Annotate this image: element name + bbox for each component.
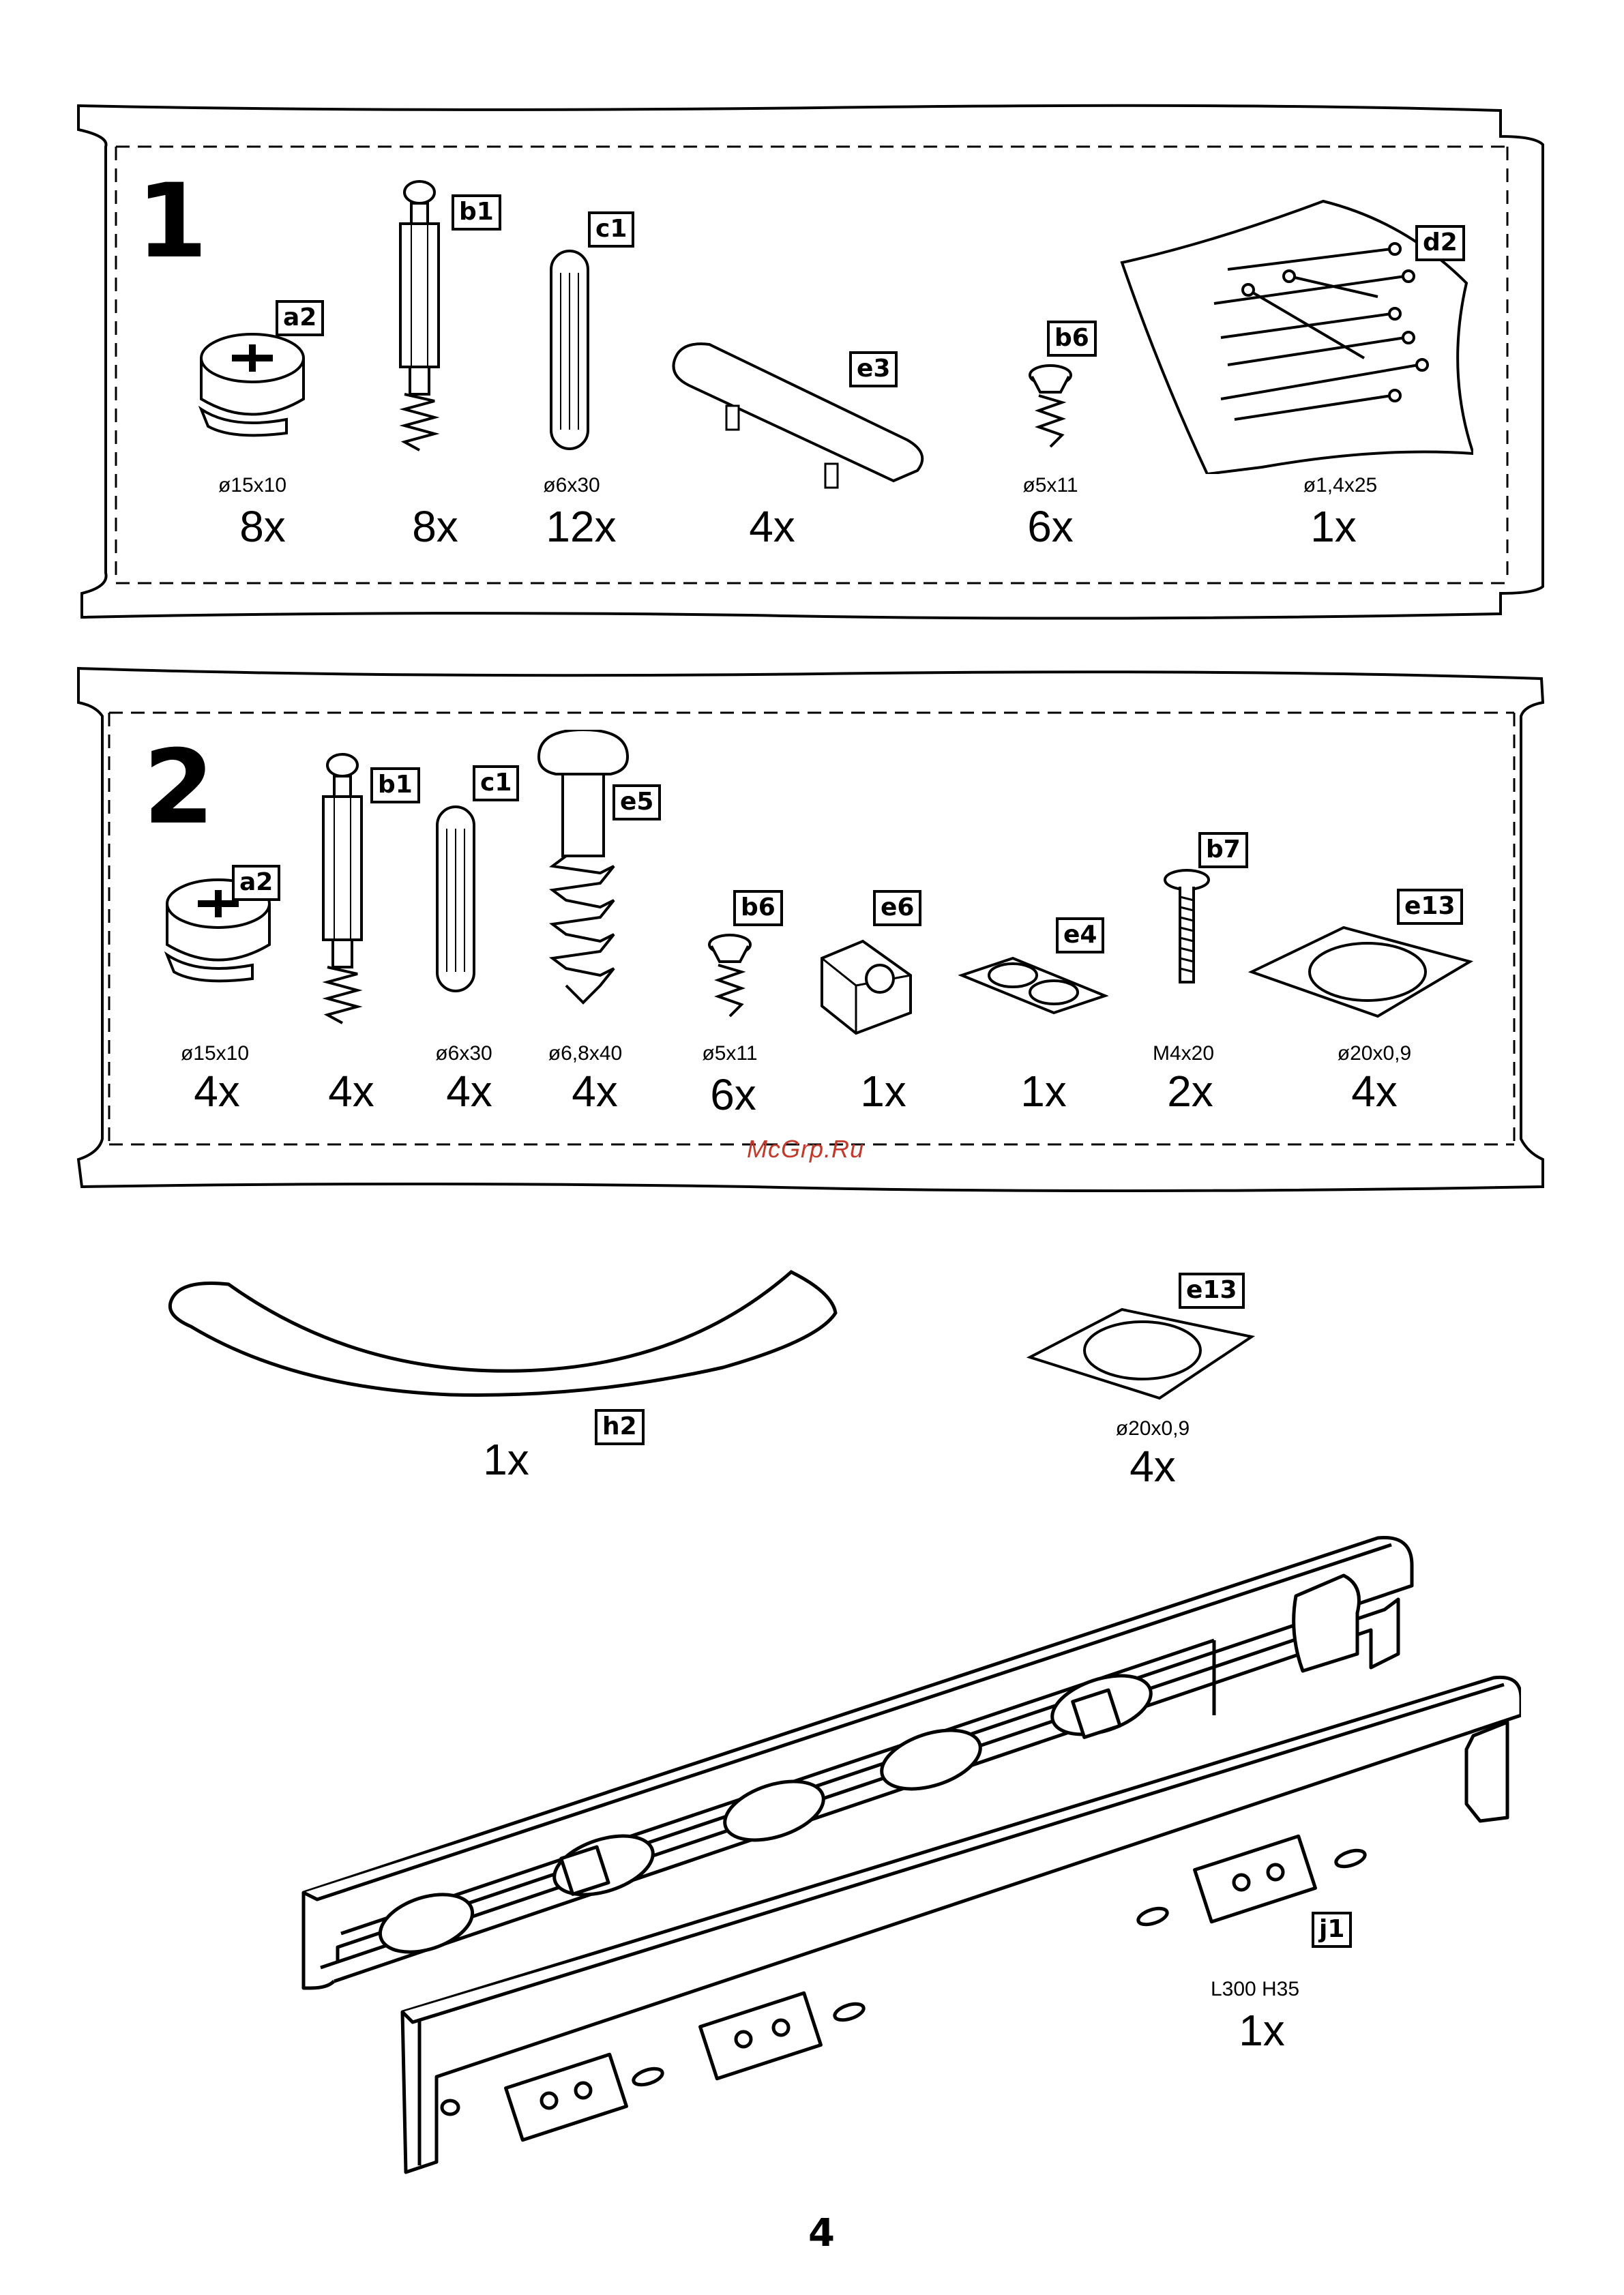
part-quantity: 4x (572, 1069, 618, 1113)
part-tag-b1: b1 (370, 767, 420, 803)
part-dimension: L300 H35 (1211, 1979, 1299, 2000)
screw-illustration (706, 931, 754, 1020)
step-number: 1 (136, 171, 207, 273)
plug-illustration (535, 730, 631, 1009)
panel-step-2: 2 a2 ø15x10 4x b1 4x c1 ø6x30 4x e5 ø6,8… (0, 662, 1624, 1200)
part-dimension: M4x20 (1153, 1043, 1214, 1064)
part-quantity: 12x (546, 505, 616, 548)
part-quantity: 4x (446, 1069, 492, 1113)
part-tag-a2: a2 (276, 300, 324, 336)
glider-illustration (1027, 1306, 1255, 1402)
part-dimension: ø15x10 (218, 475, 286, 496)
part-quantity: 8x (239, 505, 286, 548)
part-tag-e13: e13 (1179, 1273, 1245, 1309)
part-quantity: 1x (1310, 505, 1357, 548)
part-tag-b6: b6 (1047, 321, 1097, 357)
part-dimension: ø6,8x40 (548, 1043, 622, 1064)
part-tag-h2: h2 (595, 1409, 645, 1445)
part-tag-c1: c1 (473, 765, 519, 801)
part-quantity: 2x (1167, 1069, 1213, 1113)
dowel-illustration (546, 246, 593, 457)
part-tag-c1: c1 (588, 211, 634, 248)
drawer-runner-illustration (293, 1531, 1521, 2179)
part-quantity: 4x (1351, 1069, 1398, 1113)
curved-runner-illustration (164, 1265, 846, 1402)
part-tag-e4: e4 (1056, 917, 1104, 953)
felt-pads-illustration (958, 955, 1108, 1016)
cam-lock-illustration (191, 327, 314, 443)
part-tag-e13: e13 (1397, 889, 1463, 925)
dowel-illustration (432, 801, 479, 999)
part-dimension: ø5x11 (1022, 475, 1078, 496)
part-dimension: ø20x0,9 (1116, 1419, 1190, 1439)
part-quantity: 4x (194, 1069, 240, 1113)
part-tag-e5: e5 (612, 784, 661, 820)
part-tag-e3: e3 (849, 351, 898, 387)
part-quantity: 1x (483, 1438, 529, 1481)
watermark: McGrp.Ru (747, 1135, 864, 1164)
part-quantity: 1x (1239, 2009, 1285, 2052)
bracket-illustration (815, 938, 917, 1040)
page-number: 4 (808, 2211, 835, 2255)
cam-bolt-illustration (315, 750, 370, 1030)
part-quantity: 6x (710, 1073, 756, 1116)
part-tag-b1: b1 (452, 194, 501, 231)
panel-step-1: 1 a2 ø15x10 8x b1 8x c1 ø6x30 12x e3 4x (0, 0, 1624, 634)
part-tag-b7: b7 (1198, 832, 1248, 868)
part-tag-j1: j1 (1312, 1912, 1352, 1948)
part-dimension: ø6x30 (543, 475, 600, 496)
part-quantity: 1x (1020, 1069, 1067, 1113)
part-dimension: ø20x0,9 (1338, 1043, 1411, 1064)
cam-bolt-illustration (392, 177, 447, 457)
part-tag-e6: e6 (873, 890, 921, 926)
part-quantity: 8x (412, 505, 458, 548)
machine-screw-illustration (1160, 866, 1214, 989)
part-dimension: ø6x30 (435, 1043, 492, 1064)
part-dimension: ø5x11 (702, 1043, 757, 1064)
screw-illustration (1027, 361, 1074, 450)
part-quantity: 1x (860, 1069, 906, 1113)
step-number: 2 (143, 737, 214, 839)
part-tag-b6: b6 (733, 890, 783, 926)
part-quantity: 4x (328, 1069, 374, 1113)
part-quantity: 4x (1130, 1445, 1176, 1488)
part-dimension: ø15x10 (181, 1043, 249, 1064)
part-tag-a2: a2 (232, 865, 280, 901)
part-dimension: ø1,4x25 (1303, 475, 1377, 496)
part-quantity: 4x (749, 505, 795, 548)
glider-illustration (1248, 924, 1473, 1020)
part-quantity: 6x (1027, 505, 1074, 548)
part-tag-d2: d2 (1415, 225, 1465, 261)
